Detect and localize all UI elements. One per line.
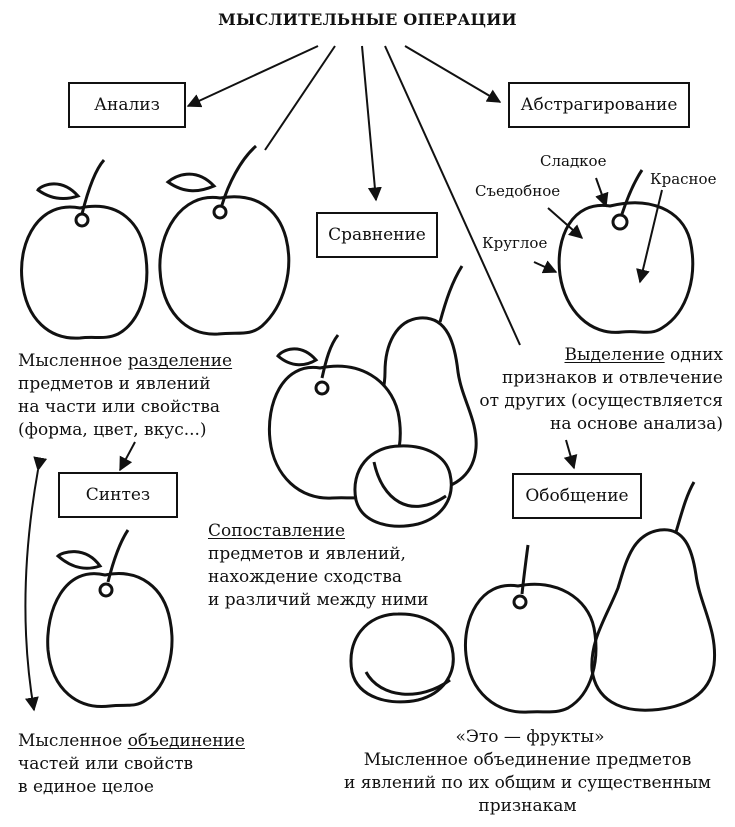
abstraction-line-4: на основе анализа): [550, 414, 723, 434]
label-red: Красное: [650, 170, 717, 188]
abstraction-line-1: Выделение одних: [565, 344, 724, 366]
generalization-line-2: Мысленное объединение предметов: [363, 750, 692, 770]
abstraction-line-3: от других (осуществляется: [479, 391, 723, 411]
analysis-line-1-pre: Мысленное: [18, 351, 128, 371]
abstraction-apple: [557, 169, 695, 334]
abstraction-term: Выделение: [564, 345, 665, 365]
abstraction-arrows: [533, 177, 663, 470]
synthesis-line-1: Мысленное объединение: [18, 730, 245, 752]
double-arrow-synthesis: [24, 456, 48, 712]
label-sweet: Сладкое: [540, 152, 607, 170]
abstraction-line-1-post: одних: [664, 345, 723, 365]
box-generalization: Обобщение: [512, 473, 642, 519]
synthesis-line-1-pre: Мысленное: [18, 731, 128, 751]
synthesis-line-2: частей или свойств: [18, 754, 194, 774]
comparison-plum: [353, 444, 453, 528]
generalization-line-3: и явлений по их общим и существенным: [344, 773, 711, 793]
title-arrows: [186, 45, 521, 346]
synthesis-term: объединение: [127, 731, 245, 751]
analysis-line-1: Мысленное разделение: [18, 350, 232, 372]
analysis-line-4: (форма, цвет, вкус...): [18, 420, 207, 440]
arrow-to-analysis: [186, 45, 319, 108]
arrow-to-abstraction: [404, 45, 502, 103]
page-title: МЫСЛИТЕЛЬНЫЕ ОПЕРАЦИИ: [218, 10, 517, 29]
analysis-line-3: на части или свойства: [18, 397, 221, 417]
abstraction-line-2: признаков и отвлечение: [502, 368, 723, 388]
analysis-line-2: предметов и явлений: [18, 374, 211, 394]
label-round: Круглое: [482, 234, 548, 252]
synthesis-apple: [46, 529, 174, 708]
label-edible: Съедобное: [475, 182, 561, 200]
synthesis-arrows: [24, 441, 136, 712]
comparison-line-3: нахождение сходства: [208, 567, 403, 587]
analysis-apple-right: [158, 144, 291, 336]
arrow-to-synthesis: [119, 441, 136, 472]
comparison-line-4: и различий между ними: [208, 590, 429, 610]
analysis-apple-left: [20, 158, 149, 340]
comparison-term: Сопоставление: [208, 521, 346, 541]
synthesis-line-3: в единое целое: [18, 777, 154, 797]
arrow-to-comparison: [361, 45, 382, 202]
comparison-line-2: предметов и явлений,: [208, 544, 406, 564]
box-analysis: Анализ: [68, 82, 186, 128]
generalization-plum: [349, 612, 455, 704]
box-synthesis: Синтез: [58, 472, 178, 518]
analysis-term: разделение: [127, 351, 233, 371]
generalization-pear: [590, 481, 717, 712]
box-abstraction: Абстрагирование: [508, 82, 690, 128]
line-to-abstraction-area: [384, 45, 521, 346]
generalization-line-4: признакам: [478, 796, 577, 816]
generalization-quote: «Это — фрукты»: [455, 727, 605, 747]
line-to-analysis-apple: [264, 45, 336, 151]
generalization-apple: [463, 544, 598, 714]
box-comparison: Сравнение: [316, 212, 438, 258]
